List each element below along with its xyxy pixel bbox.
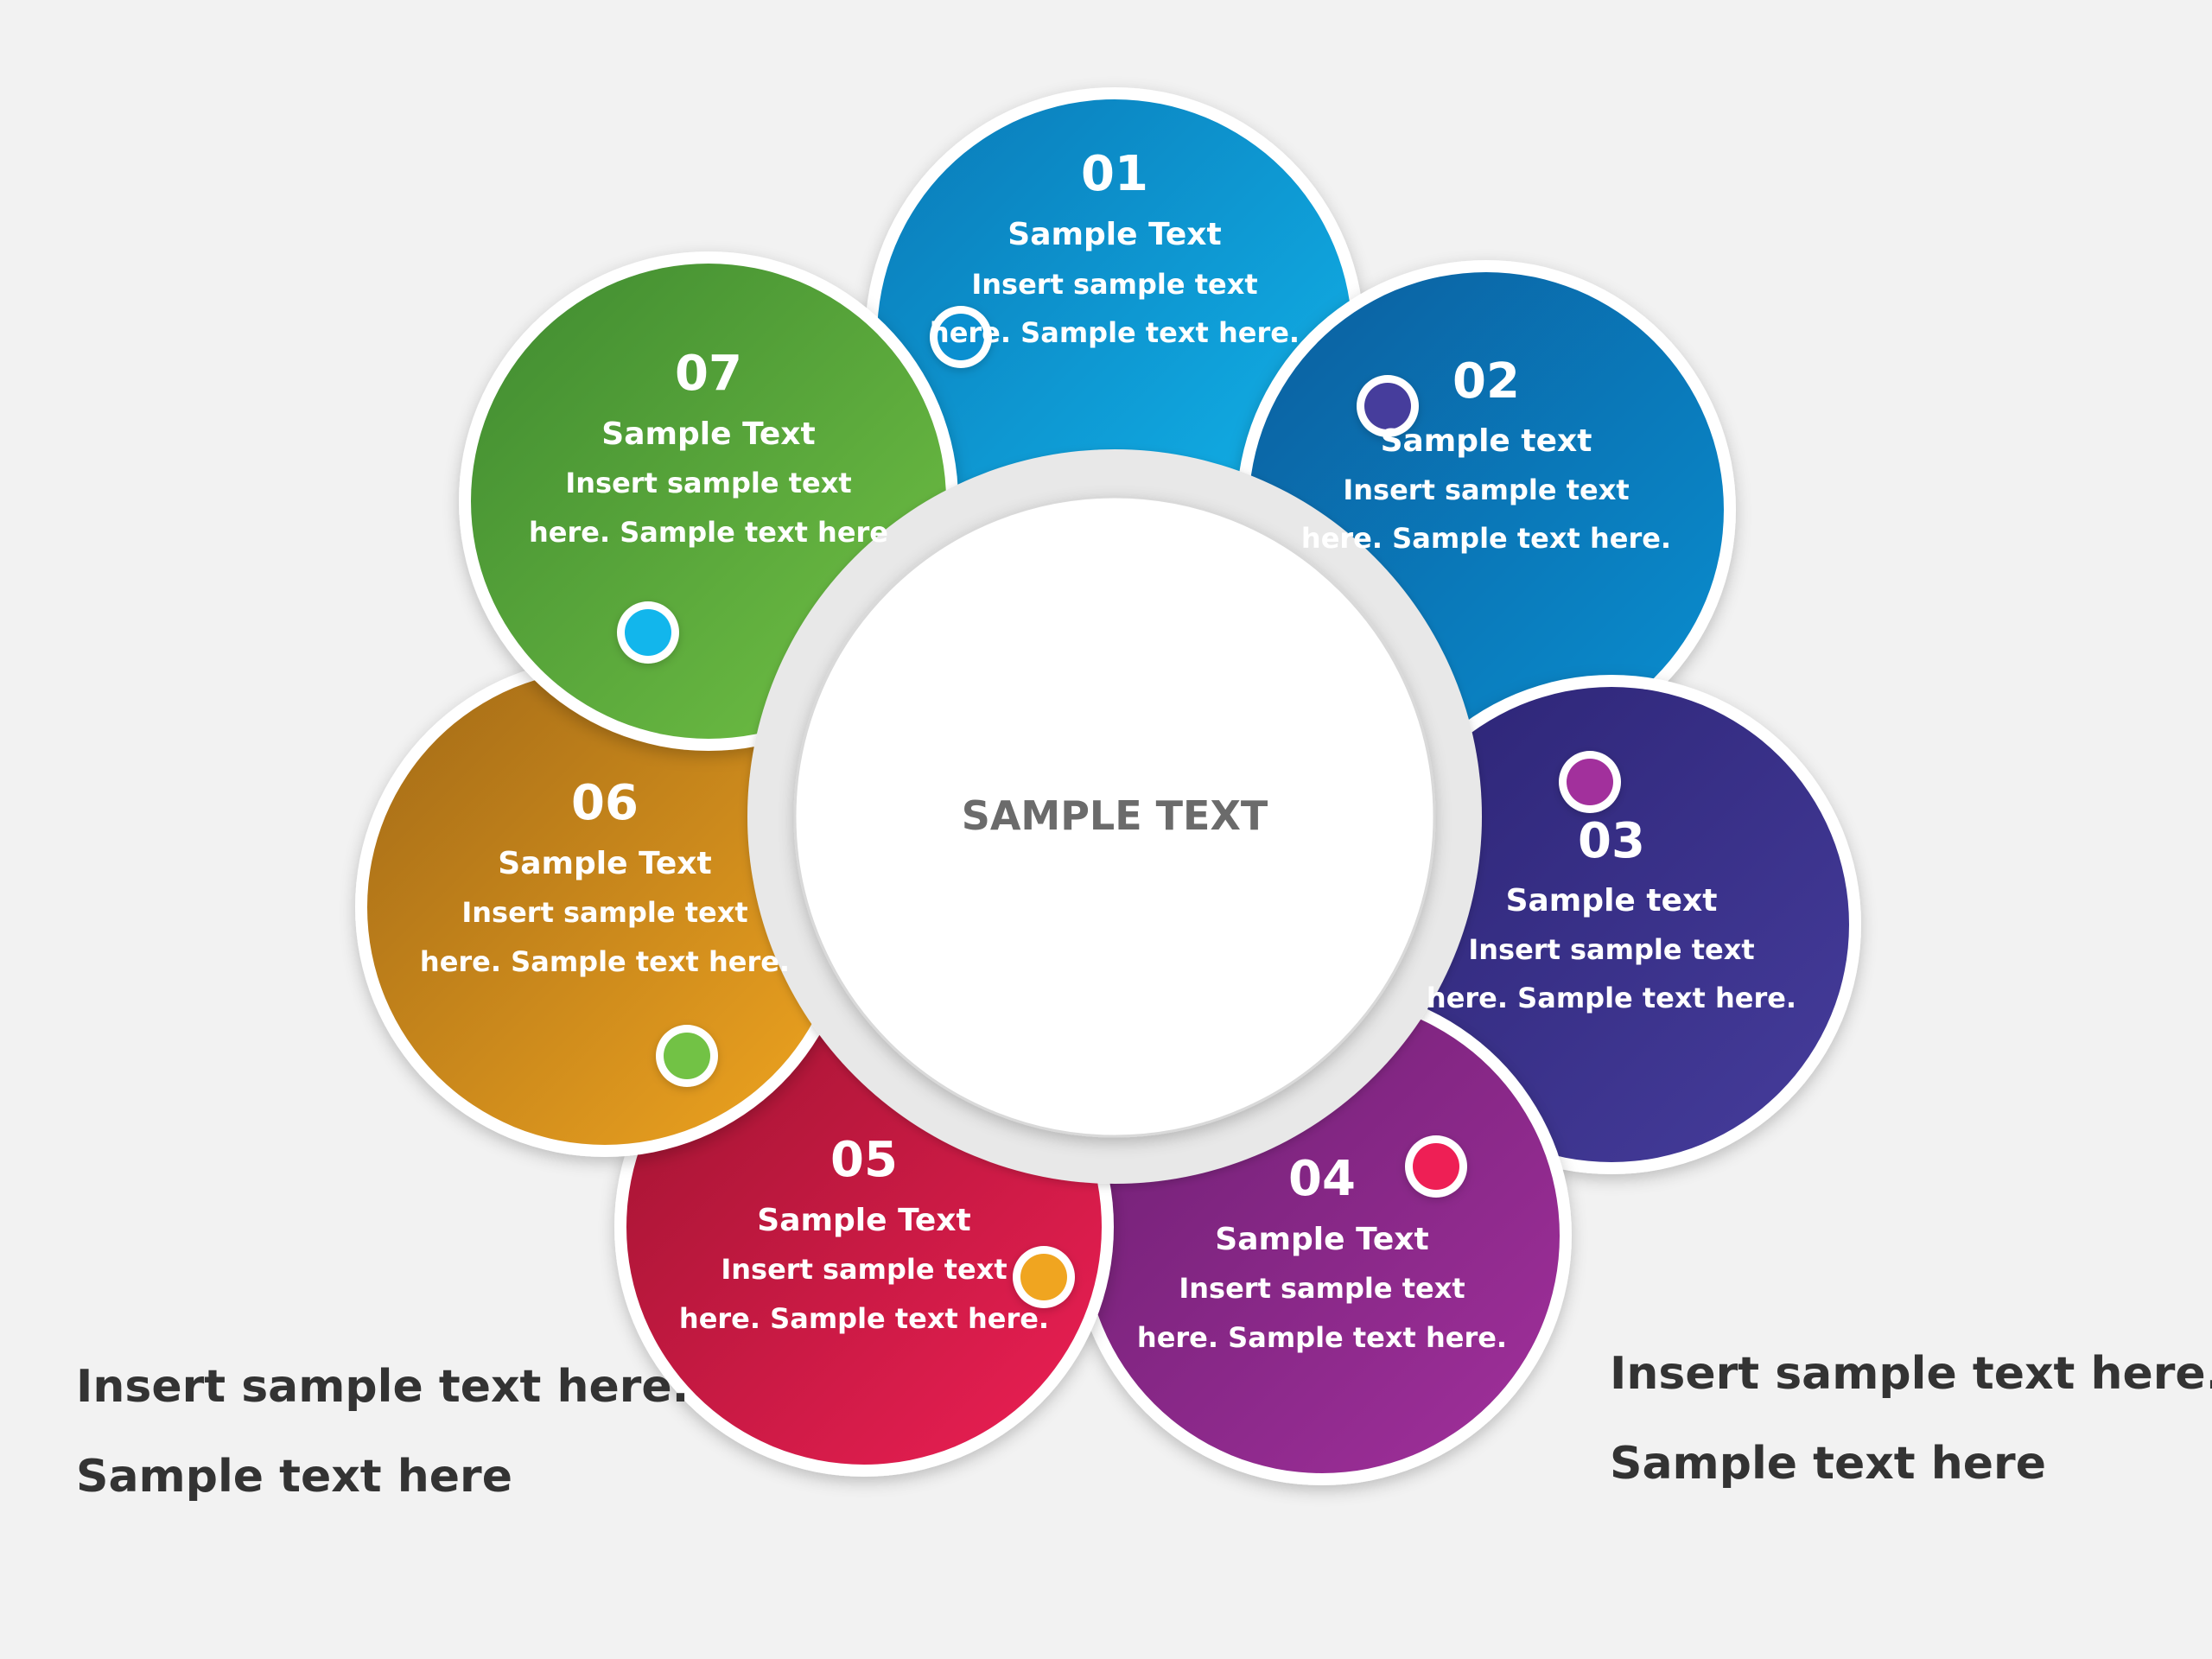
segment-07-number: 07 <box>675 346 742 402</box>
segment-06-circle <box>367 670 842 1145</box>
segment-07-line1: Insert sample text <box>565 467 851 499</box>
segment-05-number: 05 <box>830 1132 898 1188</box>
bottom-right-note-line2: Sample text here <box>1610 1438 2046 1490</box>
segment-04-title: Sample Text <box>1215 1222 1428 1257</box>
segment-04-line2: here. Sample text here. <box>1137 1321 1507 1354</box>
segment-04-connector <box>1413 1143 1459 1190</box>
segment-07-line2: here. Sample text here <box>529 516 888 549</box>
center-circle <box>793 495 1436 1138</box>
segment-06-number: 06 <box>571 775 639 831</box>
segment-01-circle <box>877 99 1352 575</box>
segment-06-connector <box>664 1033 710 1079</box>
segment-05-title: Sample Text <box>757 1203 970 1238</box>
segment-03-line2: here. Sample text here. <box>1427 982 1796 1014</box>
segment-03-title: Sample text <box>1506 883 1718 918</box>
center-label: SAMPLE TEXT <box>962 792 1268 839</box>
segment-01-line2: here. Sample text here. <box>930 316 1300 349</box>
segment-06-title: Sample Text <box>498 846 711 881</box>
segment-02-number: 02 <box>1452 353 1520 410</box>
segment-05-line2: here. Sample text here. <box>679 1302 1049 1335</box>
segment-01-connector <box>938 314 984 360</box>
segment-03-connector <box>1567 759 1613 805</box>
segment-02-connector <box>1364 383 1411 429</box>
segment-02-title: Sample text <box>1381 423 1592 459</box>
segment-04-number: 04 <box>1288 1151 1356 1207</box>
segment-03-line1: Insert sample text <box>1468 933 1754 966</box>
bottom-right-note: Insert sample text here. Sample text her… <box>1610 1329 2212 1509</box>
segment-05-connector <box>1020 1254 1067 1300</box>
bottom-right-note-line1: Insert sample text here. <box>1610 1348 2212 1400</box>
segment-03-circle <box>1374 687 1849 1162</box>
segment-01-line1: Insert sample text <box>971 268 1257 301</box>
segment-07-title: Sample Text <box>601 416 815 452</box>
segment-01-number: 01 <box>1081 146 1148 202</box>
bottom-left-note-line1: Insert sample text here. <box>76 1361 690 1413</box>
segment-07-connector <box>625 609 671 656</box>
segment-06-line2: here. Sample text here. <box>420 945 790 978</box>
segment-02-line2: here. Sample text here. <box>1301 522 1671 555</box>
segment-01-title: Sample Text <box>1007 217 1221 252</box>
segment-02-line1: Insert sample text <box>1343 474 1629 506</box>
segment-03-number: 03 <box>1578 813 1645 869</box>
segment-05-line1: Insert sample text <box>721 1253 1007 1286</box>
bottom-left-note-line2: Sample text here <box>76 1451 512 1503</box>
segment-04-line1: Insert sample text <box>1179 1272 1465 1305</box>
bottom-left-note: Insert sample text here. Sample text her… <box>76 1342 689 1522</box>
segment-06-line1: Insert sample text <box>461 896 747 929</box>
